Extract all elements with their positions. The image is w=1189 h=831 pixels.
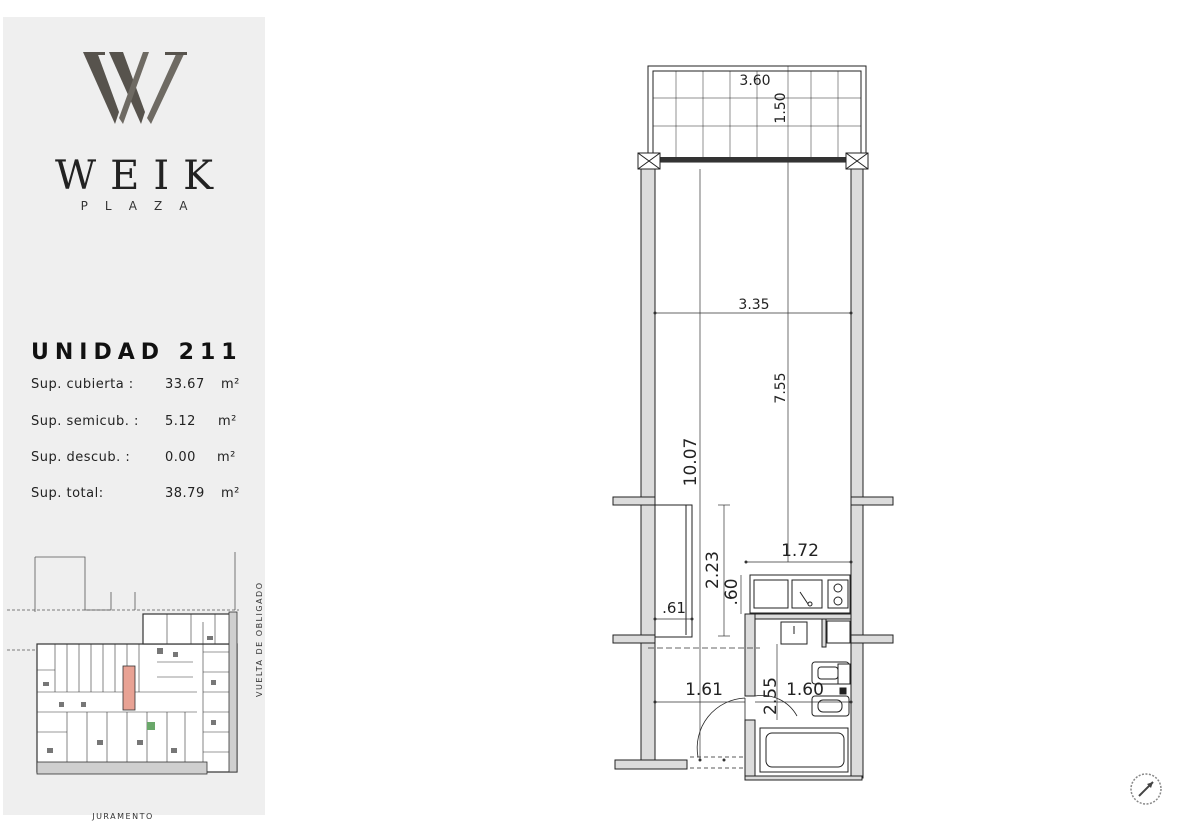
surface-value: 38.79 [165, 486, 205, 501]
north-arrow-icon [1130, 773, 1162, 805]
surface-label: Sup. total: [31, 486, 104, 501]
dim-room-width: 3.35 [738, 297, 769, 313]
dim-bath-width: 1.60 [786, 680, 824, 700]
building-site-plan [7, 552, 239, 775]
surface-value: 0.00 [165, 450, 196, 465]
column-right [845, 152, 869, 170]
surface-label: Sup. semicub. : [31, 414, 139, 429]
sidebar-panel: WEIK PLAZA UNIDAD 211 Sup. cubierta : 33… [3, 17, 265, 821]
dim-corridor-length: 2.23 [703, 551, 723, 589]
dim-room-length: 7.55 [773, 372, 789, 403]
appliance-box [826, 620, 851, 644]
weik-monogram-logo [83, 52, 187, 124]
walls [612, 168, 894, 781]
surface-unit: m² [221, 486, 240, 501]
surface-label: Sup. cubierta : [31, 377, 134, 392]
dim-entry-width: 1.61 [685, 680, 723, 700]
dim-balcony-depth: 1.50 [773, 92, 789, 123]
surface-value: 5.12 [165, 414, 196, 429]
dim-total-length: 10.07 [681, 438, 701, 487]
dim-counter-depth: .60 [722, 578, 742, 605]
surface-value: 33.67 [165, 377, 205, 392]
dim-bath-depth: 2.55 [761, 677, 781, 715]
brand-name: WEIK [55, 153, 227, 199]
kitchen-counter [749, 574, 851, 614]
dim-balcony-width: 3.60 [739, 73, 770, 89]
surface-unit: m² [218, 414, 237, 429]
street-label-bottom: JURAMENTO [92, 812, 154, 821]
bathroom-fixtures [759, 661, 851, 773]
surface-unit: m² [221, 377, 240, 392]
dimension-ticks [653, 311, 853, 762]
dim-closet-depth: .61 [662, 599, 686, 617]
column-left [637, 152, 661, 170]
doors [690, 695, 798, 769]
unit-title: UNIDAD 211 [31, 340, 243, 365]
closet [654, 504, 693, 638]
dimension-lines [648, 162, 851, 760]
surface-unit: m² [217, 450, 236, 465]
dim-kitchen-width: 1.72 [781, 541, 819, 561]
balcony-railing [660, 157, 854, 162]
surface-label: Sup. descub. : [31, 450, 131, 465]
brand-subtitle: PLAZA [80, 199, 205, 213]
